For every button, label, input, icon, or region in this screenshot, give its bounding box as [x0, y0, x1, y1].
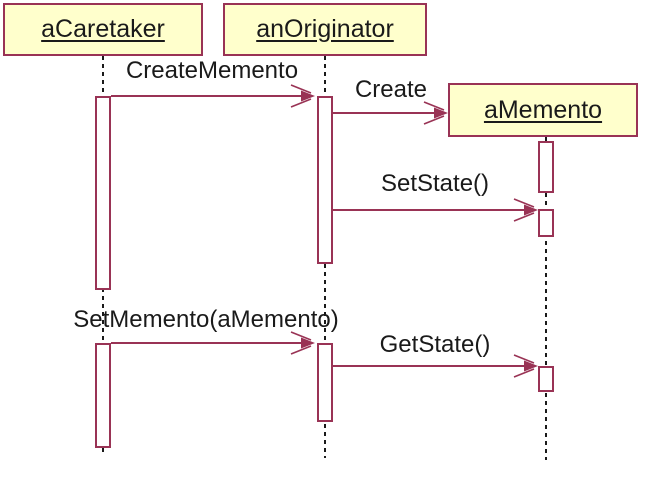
activation-bar-anoriginator-2: [317, 343, 333, 422]
arrowhead-icon: [524, 360, 538, 372]
arrowhead-whiskers: [290, 84, 312, 108]
arrowhead-icon: [524, 204, 538, 216]
message-arrow-setmemento: [111, 331, 315, 355]
arrowhead-whiskers: [290, 331, 312, 355]
activation-bar-amemento-1: [538, 141, 554, 193]
activation-bar-amemento-3: [538, 366, 554, 392]
arrowhead-whiskers: [513, 354, 535, 378]
arrowhead-icon: [301, 90, 315, 102]
message-label-create: Create: [354, 76, 428, 103]
message-label-setmemento: SetMemento(aMemento): [73, 306, 339, 333]
object-box-amemento: aMemento: [448, 83, 638, 137]
object-box-acaretaker: aCaretaker: [3, 3, 203, 56]
message-arrow-setstate: [333, 198, 538, 222]
activation-bar-acaretaker-1: [95, 96, 111, 290]
object-box-anoriginator: anOriginator: [223, 3, 427, 56]
object-label-anoriginator: anOriginator: [256, 15, 394, 43]
activation-bar-amemento-2: [538, 209, 554, 237]
arrowhead-icon: [434, 107, 448, 119]
message-arrow-create: [333, 101, 448, 125]
message-arrow-creatememento: [111, 84, 315, 108]
object-label-amemento: aMemento: [483, 95, 603, 124]
message-label-creatememento: CreateMemento: [125, 57, 299, 84]
message-label-getstate: GetState(): [379, 331, 491, 358]
message-label-setstate: SetState(): [380, 170, 490, 197]
arrowhead-whiskers: [513, 198, 535, 222]
activation-bar-acaretaker-2: [95, 343, 111, 448]
arrowhead-icon: [301, 337, 315, 349]
activation-bar-anoriginator-1: [317, 96, 333, 264]
message-arrow-getstate: [333, 354, 538, 378]
object-label-acaretaker: aCaretaker: [41, 15, 165, 43]
arrowhead-whiskers: [423, 101, 445, 125]
